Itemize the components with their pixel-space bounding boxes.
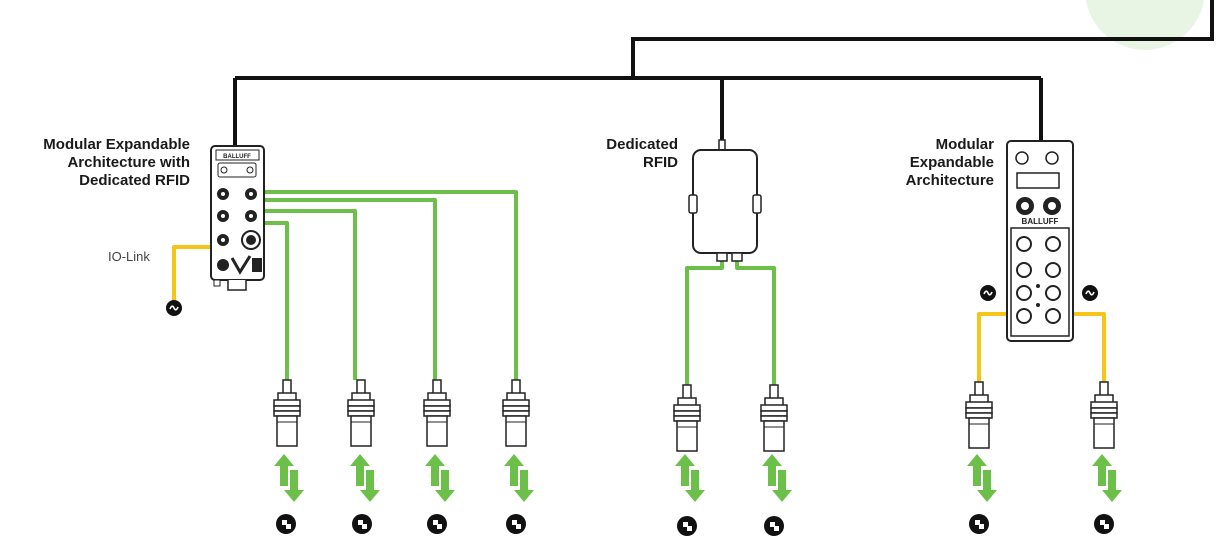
right-module-brand: BALLUFF (1022, 217, 1059, 226)
rfid-tag-icon (506, 514, 526, 534)
label-io-link: IO-Link (108, 249, 150, 264)
read-write-arrows-icon (274, 454, 304, 502)
rfid-read-write-head (1090, 381, 1118, 449)
label-line: Expandable (909, 154, 994, 171)
rfid-read-write-head (273, 379, 301, 447)
backbone-network (233, 0, 1214, 146)
label-line: Modular (935, 136, 994, 153)
left-module-brand: BALLUFF (223, 154, 251, 160)
rfid-tag-icon (969, 514, 989, 534)
label-modular-expandable-dedicated-rfid: Modular Expandable Architecture with Ded… (0, 136, 190, 190)
label-line: Modular Expandable (43, 136, 190, 153)
rfid-read-write-head (673, 384, 701, 452)
rfid-read-write-head (423, 379, 451, 447)
rfid-tag-icon (276, 514, 296, 534)
io-link-cables (172, 245, 1106, 382)
label-dedicated-rfid: Dedicated RFID (558, 136, 678, 172)
label-line: Dedicated (606, 136, 678, 153)
rfid-tag-icon (1094, 514, 1114, 534)
read-write-arrows-icon (675, 454, 705, 502)
rfid-tag-icon (677, 516, 697, 536)
read-write-arrows-icon (504, 454, 534, 502)
rfid-tag-icon (764, 516, 784, 536)
label-line: RFID (643, 154, 678, 171)
rfid-tag-icon (352, 514, 372, 534)
label-line: Architecture (905, 172, 994, 189)
rfid-read-write-head (502, 379, 530, 447)
left-io-module (210, 145, 265, 291)
rfid-tag-icon (427, 514, 447, 534)
rfid-read-write-head (760, 384, 788, 452)
io-link-device-icon (1081, 284, 1099, 302)
label-modular-expandable: Modular Expandable Architecture (874, 136, 994, 190)
rfid-read-write-head (347, 379, 375, 447)
rfid-cables (264, 190, 776, 385)
io-link-device-icon (165, 299, 183, 317)
io-link-device-icon (979, 284, 997, 302)
read-write-arrows-icon (425, 454, 455, 502)
rfid-read-write-head (965, 381, 993, 449)
read-write-arrows-icon (350, 454, 380, 502)
corner-accent-circle (1085, 0, 1205, 50)
read-write-arrows-icon (1092, 454, 1122, 502)
label-line: Architecture with (67, 154, 190, 171)
read-write-arrows-icon (967, 454, 997, 502)
label-line: Dedicated RFID (79, 172, 190, 189)
read-write-arrows-icon (762, 454, 792, 502)
dedicated-rfid-processor (688, 139, 762, 262)
right-io-module (1006, 140, 1074, 342)
